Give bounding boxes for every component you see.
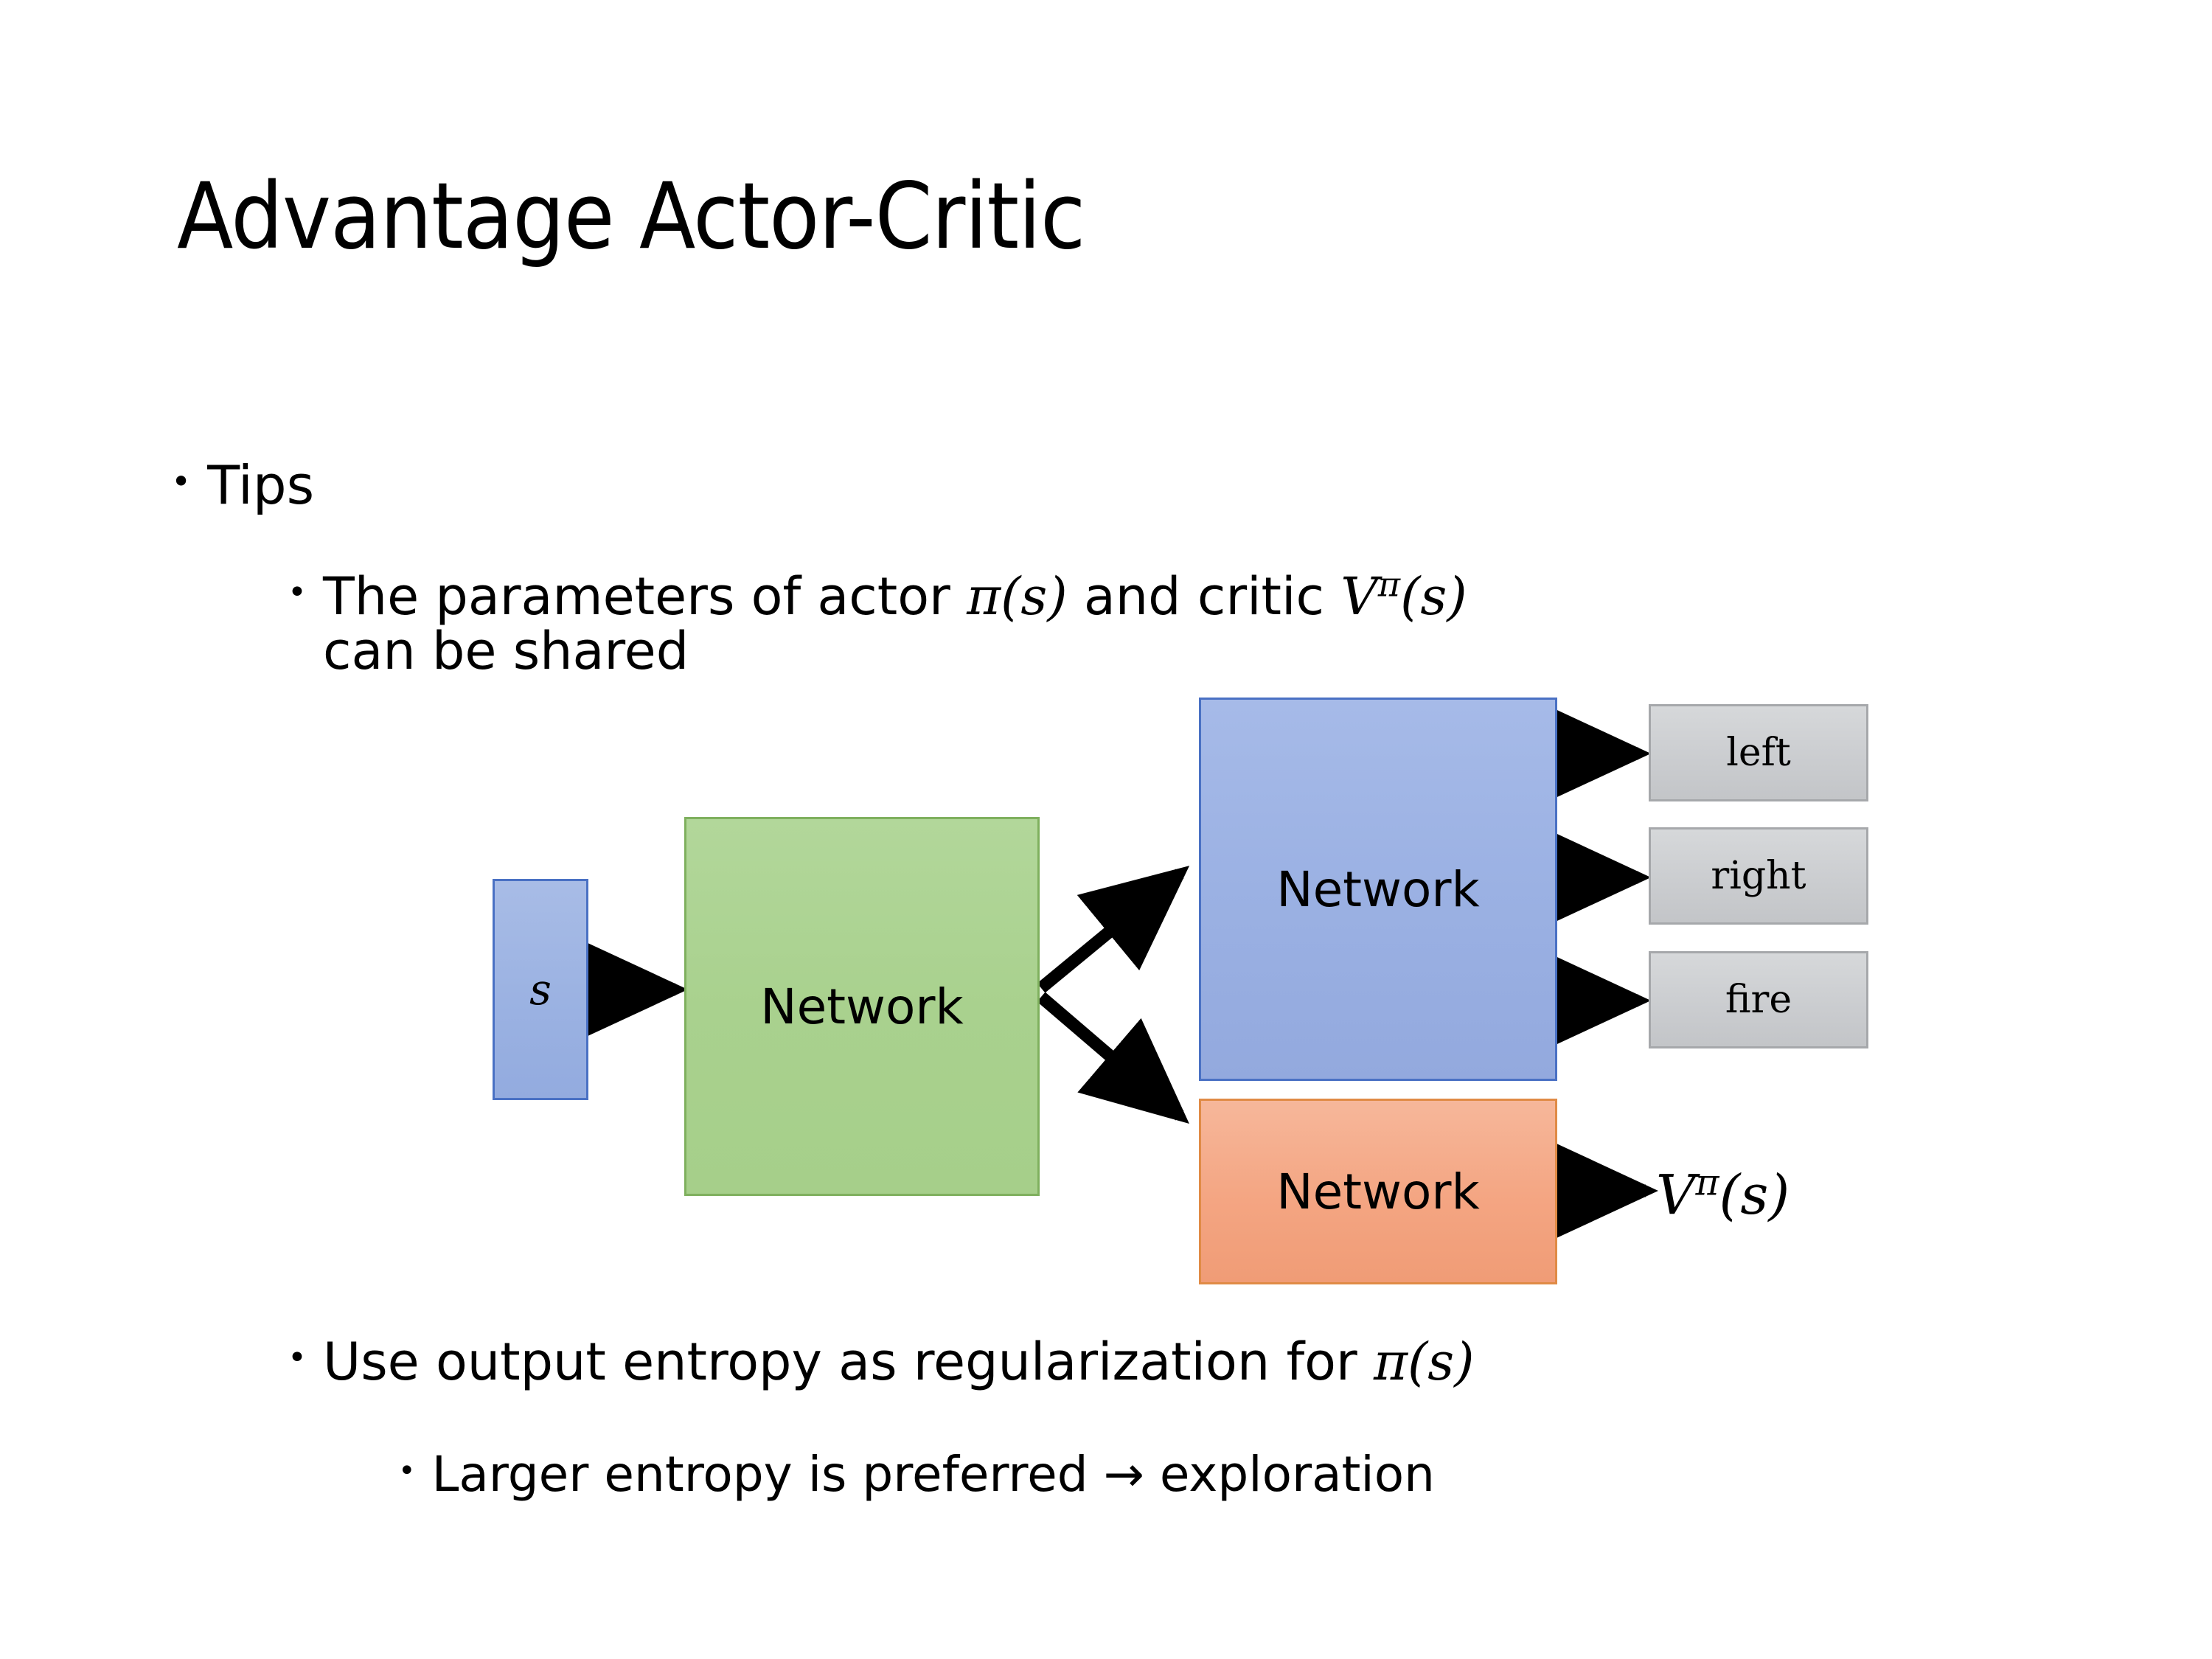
diagram-critic-value-output: Vπ(s): [1656, 1164, 1790, 1227]
value-superscript: π: [1695, 1161, 1719, 1204]
input-state-label: s: [529, 964, 552, 1015]
bullet-entropy-regularization: • Use output entropy as regularization f…: [288, 1335, 1475, 1389]
page-title: Advantage Actor-Critic: [177, 164, 1085, 270]
bullet-shared-parameters-label: The parameters of actor π(s) and critic …: [322, 566, 1467, 682]
shared-network-label: Network: [760, 978, 964, 1035]
diagram-critic-network-box: Network: [1199, 1099, 1557, 1284]
action-output-label: right: [1711, 854, 1806, 898]
text-prefix: Use output entropy as regularization for: [322, 1332, 1374, 1392]
arrow-shared-to-actor: [1037, 866, 1190, 993]
bullet-tips-label: Tips: [207, 454, 315, 516]
math-v-argument: (s): [1400, 566, 1467, 627]
bullet-marker-icon: •: [288, 574, 307, 611]
action-output-label: fire: [1725, 978, 1792, 1022]
bullet-larger-entropy-label: Larger entropy is preferred → exploratio…: [431, 1446, 1435, 1503]
bullet-marker-icon: •: [288, 1339, 307, 1377]
bullet-entropy-regularization-label: Use output entropy as regularization for…: [323, 1335, 1475, 1389]
math-v-superscript: π: [1377, 564, 1401, 605]
actor-network-label: Network: [1276, 860, 1480, 918]
bullet-larger-entropy: • Larger entropy is preferred → explorat…: [398, 1449, 1435, 1500]
value-base: V: [1656, 1164, 1696, 1227]
bullet-tips: • Tips: [171, 454, 315, 516]
diagram-action-output-right: right: [1649, 827, 1868, 925]
text-middle: and critic: [1067, 566, 1341, 627]
bullet-marker-icon: •: [171, 462, 192, 501]
diagram-action-output-fire: fire: [1649, 951, 1868, 1048]
math-pi-of-s: π(s): [967, 566, 1068, 627]
value-argument: (s): [1719, 1164, 1790, 1227]
diagram-actor-network-box: Network: [1199, 698, 1557, 1081]
bullet-shared-parameters-wrapline: can be shared: [322, 621, 689, 682]
math-v-pi-of-s: Vπ(s): [1340, 566, 1467, 627]
text-prefix: The parameters of actor: [322, 566, 967, 627]
math-pi-of-s: π(s): [1373, 1332, 1475, 1392]
arrow-shared-to-critic: [1037, 992, 1189, 1124]
math-v-base: V: [1340, 566, 1378, 627]
critic-network-label: Network: [1276, 1163, 1480, 1220]
action-output-label: left: [1726, 731, 1791, 775]
bullet-marker-icon: •: [398, 1454, 416, 1488]
bullet-shared-parameters: • The parameters of actor π(s) and criti…: [288, 566, 1467, 682]
diagram-shared-network-box: Network: [684, 817, 1040, 1196]
diagram-input-state-box: s: [493, 879, 588, 1100]
diagram-action-output-left: left: [1649, 704, 1868, 801]
